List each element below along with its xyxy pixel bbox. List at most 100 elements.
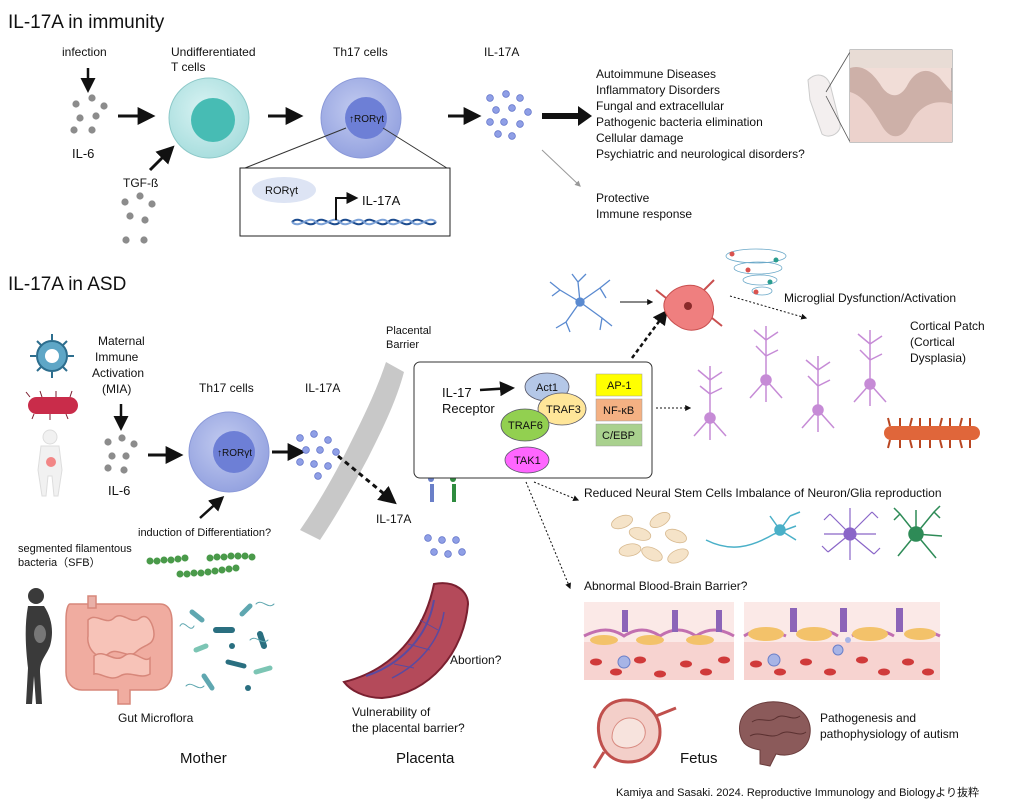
receptor-label-2: Receptor — [442, 401, 495, 416]
effect-1: Autoimmune Diseases — [596, 67, 716, 81]
il6-label-asd: IL-6 — [108, 483, 130, 498]
protective-label-1: Protective — [596, 191, 650, 205]
box-to-bbb-arrow — [525, 481, 571, 590]
effect-4: Pathogenic bacteria elimination — [596, 115, 763, 129]
il6-label-top: IL-6 — [72, 146, 94, 161]
il17a-lower-label: IL-17A — [376, 512, 411, 526]
placental-barrier-label-1: Placental — [386, 325, 431, 337]
neural-stem-cells-icon — [611, 512, 689, 564]
dna-strand-2 — [291, 218, 437, 226]
neuron-icon-blue — [705, 511, 801, 548]
fetus-label: Fetus — [680, 750, 718, 767]
tgfb-to-tcell-arrow — [148, 145, 175, 172]
resting-microglia-icon — [549, 273, 613, 333]
mother-label: Mother — [180, 750, 227, 767]
sfb-label-1: segmented filamentous — [18, 543, 132, 555]
vulnerability-label-2: the placental barrier? — [352, 721, 465, 735]
il6-dots-asd — [104, 434, 138, 474]
roryt-cell-asd: ↑RORγt — [217, 448, 252, 459]
il17a-dots-asd — [296, 430, 340, 480]
effect-5: Cellular damage — [596, 131, 684, 145]
protective-arrow — [541, 149, 581, 187]
cytokine-storm-icon — [725, 248, 787, 296]
effect-2: Inflammatory Disorders — [596, 83, 720, 97]
il17a-dots-lower — [424, 534, 466, 558]
asd-title: IL-17A in ASD — [8, 274, 126, 295]
protective-label-2: Immune response — [596, 207, 692, 221]
microglia-label: Microglial Dysfunction/Activation — [784, 291, 956, 305]
th17-cell-top — [320, 77, 402, 159]
undiff-label-2: T cells — [171, 60, 205, 74]
fetus-uterus-icon — [592, 698, 677, 769]
tgfb-dots — [121, 192, 156, 244]
virus-icon — [30, 334, 74, 378]
vulnerability-label-1: Vulnerability of — [352, 705, 431, 719]
pyramidal-neurons-icon — [693, 326, 887, 440]
undiff-label-1: Undifferentiated — [171, 45, 256, 59]
box-to-microglia-arrow — [630, 309, 668, 359]
brain-icon — [739, 701, 811, 767]
tgfb-label: TGF-ß — [123, 176, 158, 190]
induction-label: induction of Differentiation? — [138, 527, 271, 539]
sfb-chains — [146, 552, 256, 578]
inset-il17a-label: IL-17A — [362, 193, 401, 208]
immunity-title: IL-17A in immunity — [8, 12, 165, 33]
il6-dots-top — [70, 94, 108, 134]
sfb-label-2: bacteria（SFB） — [18, 556, 101, 569]
roryt-inset-box — [239, 167, 451, 237]
th17-label-top: Th17 cells — [333, 45, 388, 59]
skin-tissue-illustration — [807, 49, 953, 143]
oligodendrocyte-icon — [893, 505, 943, 559]
intestines-icon — [65, 595, 173, 705]
il17-cross-barrier-arrow — [337, 454, 397, 505]
il17a-dots-top — [486, 90, 532, 140]
placenta-label: Placenta — [396, 750, 455, 767]
bacterium-icon — [25, 390, 78, 420]
il17a-label-top: IL-17A — [484, 45, 519, 59]
effect-6: Psychiatric and neurological disorders? — [596, 147, 805, 161]
infection-label: infection — [62, 45, 107, 59]
autism-label-1: Pathogenesis and — [820, 711, 916, 725]
placenta-icon — [342, 582, 470, 700]
microglia-dysfunction-arrow — [729, 295, 808, 320]
th17-label-asd: Th17 cells — [199, 381, 254, 395]
gut-label: Gut Microflora — [118, 711, 194, 725]
autism-label-2: pathophysiology of autism — [820, 727, 959, 741]
mia-label-4: (MIA) — [102, 382, 131, 396]
il17a-label-asd: IL-17A — [305, 381, 340, 395]
cortical-patch-icon — [884, 417, 980, 449]
effect-3: Fungal and extracellular — [596, 99, 724, 113]
act1-label: Act1 — [536, 382, 558, 394]
zoom-line-right — [382, 127, 451, 171]
effects-arrow-head — [578, 106, 592, 126]
th17-cell-asd — [188, 411, 270, 493]
activated-microglia-icon — [655, 279, 723, 331]
receptor-signaling-box — [413, 361, 653, 479]
abortion-label: Abortion? — [450, 653, 502, 667]
tak1-label: TAK1 — [514, 455, 541, 467]
cebp-label: C/EBP — [602, 430, 635, 442]
cortical-label-3: Dysplasia) — [910, 351, 966, 365]
astrocyte-icon — [821, 508, 881, 560]
traf3-label: TRAF3 — [546, 404, 581, 416]
human-body-icon — [37, 429, 63, 497]
traf6-label: TRAF6 — [508, 420, 543, 432]
sfb-to-th17-arrow — [199, 495, 225, 519]
cortical-label-1: Cortical Patch — [910, 319, 985, 333]
box-to-nsc-arrow — [533, 481, 580, 501]
inset-roryt-label: RORγt — [265, 185, 298, 197]
normal-bbb-icon — [583, 602, 735, 680]
nfkb-label: NF-κB — [603, 405, 634, 417]
mia-label-2: Immune — [95, 350, 139, 364]
roryt-cell-top: ↑RORγt — [349, 114, 384, 125]
gut-bacteria-icon — [179, 601, 275, 691]
citation: Kamiya and Sasaki. 2024. Reproductive Im… — [616, 785, 979, 799]
mia-label-1: Maternal — [98, 334, 145, 348]
immunity-effects-list: Autoimmune Diseases Inflammatory Disorde… — [596, 67, 805, 161]
cortical-label-2: (Cortical — [910, 335, 955, 349]
placental-barrier-label-2: Barrier — [386, 339, 419, 351]
abnormal-bbb-icon — [743, 602, 941, 680]
receptor-label-1: IL-17 — [442, 385, 472, 400]
transcription-arrow — [335, 192, 359, 220]
